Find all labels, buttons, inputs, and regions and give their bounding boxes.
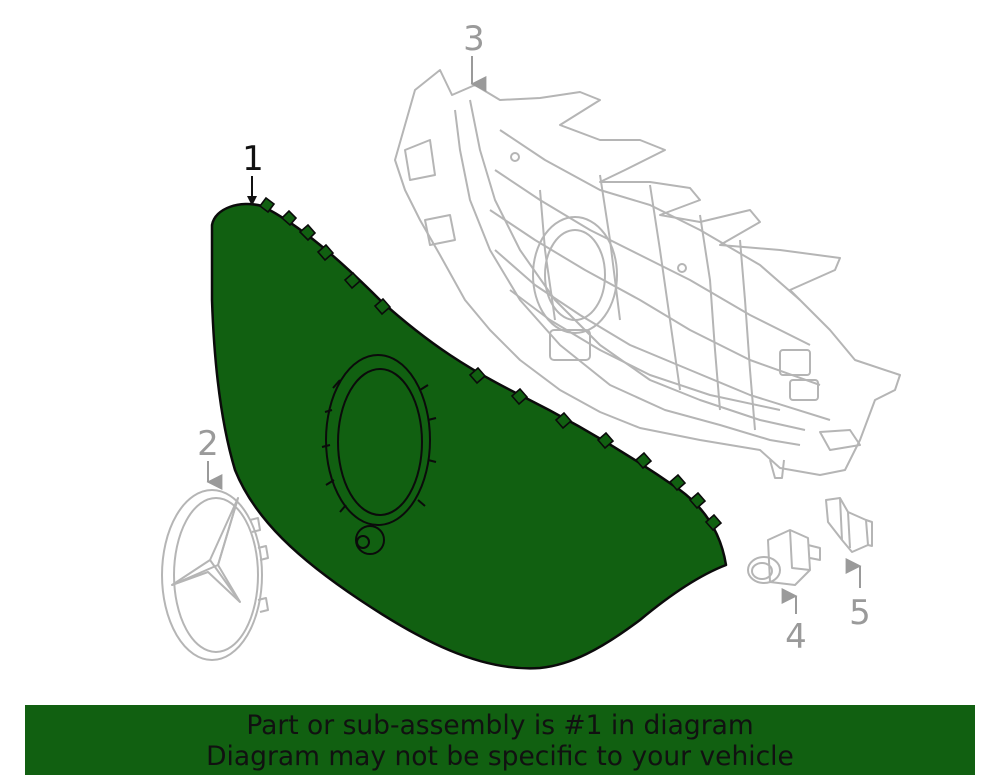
bracket-part[interactable]: [825, 497, 873, 553]
banner-line-2: Diagram may not be specific to your vehi…: [206, 741, 794, 772]
grille-body[interactable]: [210, 202, 728, 670]
banner-line-1: Part or sub-assembly is #1 in diagram: [246, 710, 754, 741]
sensor-part[interactable]: [747, 529, 821, 586]
callout-5-label: 5: [849, 593, 871, 633]
grille-sensor-boss: [355, 525, 385, 555]
callout-1-label: 1: [242, 139, 264, 179]
grille-frame-part[interactable]: [394, 69, 901, 479]
info-banner: Part or sub-assembly is #1 in diagram Di…: [25, 705, 975, 775]
grille-emblem-ring: [321, 354, 437, 526]
callout-2-label: 2: [197, 424, 219, 464]
grille-clip-tabs: [258, 196, 723, 532]
grille-part[interactable]: [210, 196, 728, 670]
callout-4-label: 4: [785, 617, 807, 657]
callout-1-arrowhead: [247, 196, 257, 206]
emblem-part[interactable]: [161, 489, 269, 661]
callout-3-label: 3: [463, 19, 485, 59]
